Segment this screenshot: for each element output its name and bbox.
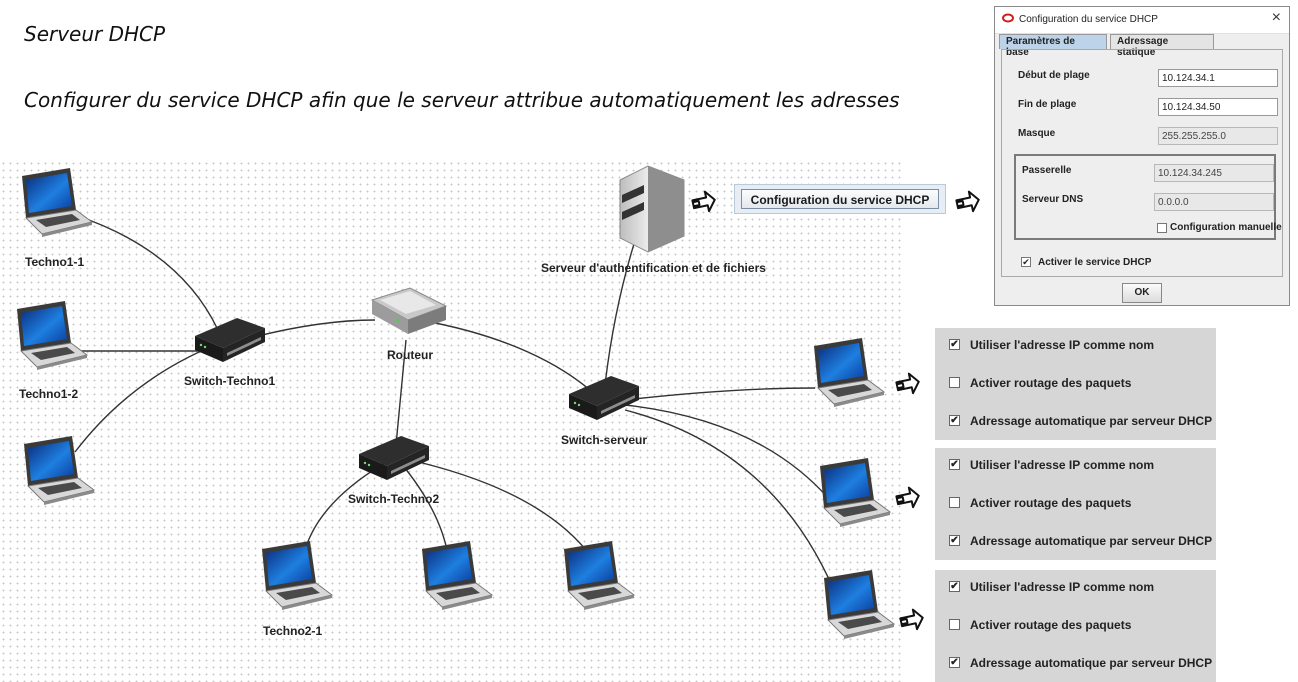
dhcp-config-button[interactable]: Configuration du service DHCP [734, 184, 946, 214]
option-label: Adressage automatique par serveur DHCP [970, 534, 1213, 548]
dhcp-config-button-label: Configuration du service DHCP [741, 189, 939, 209]
checkbox-unchecked[interactable] [949, 377, 960, 388]
label-router: Routeur [387, 348, 433, 362]
laptop-techno1-1-icon[interactable] [21, 167, 93, 238]
arrow-icon [898, 606, 926, 634]
switch-techno1-icon[interactable] [195, 318, 265, 362]
laptop-techno2-2-icon[interactable] [421, 540, 493, 611]
page-subtitle: Configurer du service DHCP afin que le s… [24, 88, 900, 112]
arrow-icon [894, 370, 922, 398]
laptop-serveur-2-icon[interactable] [819, 457, 891, 528]
tab-basic-settings[interactable]: Paramètres de base [999, 34, 1107, 58]
gateway-field: 10.124.34.245 [1154, 164, 1274, 182]
range-start-field[interactable]: 10.124.34.1 [1158, 69, 1278, 87]
label-switch-serveur: Switch-serveur [561, 433, 648, 447]
tab-static-addressing[interactable]: Adressage statique [1110, 34, 1214, 58]
dns-label: Serveur DNS [1022, 194, 1084, 205]
ok-button[interactable]: OK [1122, 283, 1162, 303]
router-icon[interactable] [370, 287, 448, 334]
checkbox-checked[interactable]: ✔ [949, 339, 960, 350]
arrow-icon [690, 188, 718, 216]
option-label: Adressage automatique par serveur DHCP [970, 656, 1213, 670]
server-icon[interactable] [619, 165, 685, 253]
option-label: Utiliser l'adresse IP comme nom [970, 338, 1155, 352]
option-label: Utiliser l'adresse IP comme nom [970, 580, 1155, 594]
dialog-panel [1001, 49, 1283, 277]
checkbox-unchecked[interactable] [949, 619, 960, 630]
gateway-label: Passerelle [1022, 165, 1072, 176]
app-icon [1002, 13, 1014, 23]
laptop-serveur-3-icon[interactable] [823, 569, 895, 640]
arrow-icon [954, 188, 982, 216]
activate-dhcp-checkbox[interactable]: ✔ [1021, 257, 1031, 267]
laptop-techno2-3-icon[interactable] [563, 540, 635, 611]
arrow-icon [894, 484, 922, 512]
range-end-field[interactable]: 10.124.34.50 [1158, 98, 1278, 116]
manual-config-label: Configuration manuelle [1170, 222, 1282, 233]
close-icon[interactable]: × [1271, 9, 1281, 26]
options-panel-1: ✔ Utiliser l'adresse IP comme nom Activer… [935, 328, 1216, 440]
options-panel-3: ✔ Utiliser l'adresse IP comme nom Activer… [935, 570, 1216, 682]
laptop-techno2-1-icon[interactable] [261, 540, 333, 611]
laptop-techno1-2-icon[interactable] [16, 300, 88, 371]
checkbox-checked[interactable]: ✔ [949, 535, 960, 546]
option-label: Adressage automatique par serveur DHCP [970, 414, 1213, 428]
dialog-title: Configuration du service DHCP [1019, 14, 1158, 25]
label-server: Serveur d'authentification et de fichier… [541, 261, 766, 275]
laptop-serveur-1-icon[interactable] [813, 337, 885, 408]
checkbox-checked[interactable]: ✔ [949, 657, 960, 668]
option-label: Activer routage des paquets [970, 496, 1132, 510]
options-panel-2: ✔ Utiliser l'adresse IP comme nom Activer… [935, 448, 1216, 560]
laptop-techno1-3-icon[interactable] [23, 435, 95, 506]
label-techno2-1: Techno2-1 [263, 624, 323, 638]
label-switch-techno1: Switch-Techno1 [184, 374, 276, 388]
gateway-group [1014, 154, 1276, 240]
activate-dhcp-label: Activer le service DHCP [1038, 257, 1152, 268]
option-label: Activer routage des paquets [970, 376, 1132, 390]
checkbox-checked[interactable]: ✔ [949, 415, 960, 426]
range-end-label: Fin de plage [1018, 99, 1077, 110]
dhcp-config-dialog: Configuration du service DHCP × Paramètr… [994, 6, 1290, 306]
checkbox-unchecked[interactable] [949, 497, 960, 508]
label-switch-techno2: Switch-Techno2 [348, 492, 440, 506]
mask-label: Masque [1018, 128, 1056, 139]
dialog-titlebar[interactable]: Configuration du service DHCP × [995, 7, 1289, 34]
manual-config-checkbox[interactable] [1157, 223, 1167, 233]
label-techno1-1: Techno1-1 [25, 255, 85, 269]
label-techno1-2: Techno1-2 [19, 387, 79, 401]
checkbox-checked[interactable]: ✔ [949, 581, 960, 592]
range-start-label: Début de plage [1018, 70, 1090, 81]
dns-field: 0.0.0.0 [1154, 193, 1274, 211]
option-label: Utiliser l'adresse IP comme nom [970, 458, 1155, 472]
mask-field: 255.255.255.0 [1158, 127, 1278, 145]
checkbox-checked[interactable]: ✔ [949, 459, 960, 470]
page-title: Serveur DHCP [24, 22, 166, 46]
option-label: Activer routage des paquets [970, 618, 1132, 632]
